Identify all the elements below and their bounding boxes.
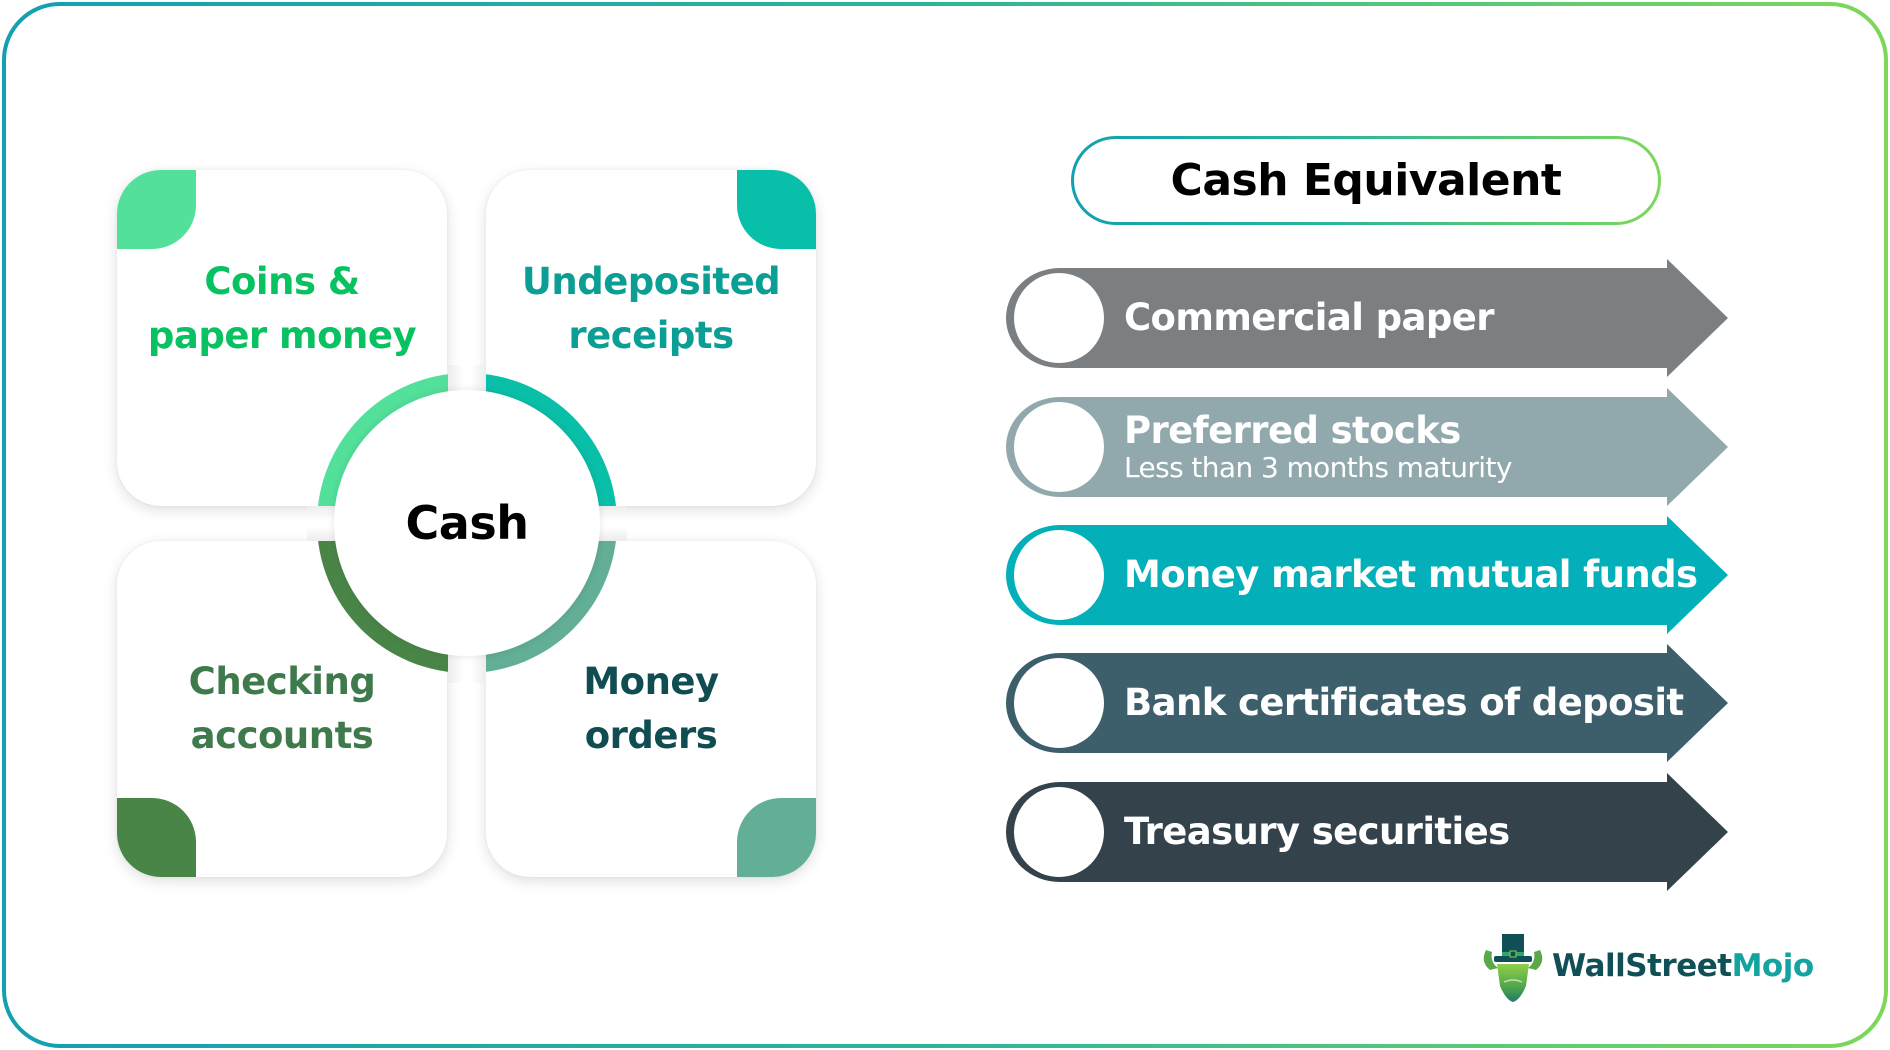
item-label: Treasury securities: [1124, 810, 1510, 853]
item-label: Commercial paper: [1124, 296, 1494, 339]
item-label-group: Bank certificates of deposit: [1124, 644, 1684, 762]
cash-equivalent-item: Commercial paper: [1004, 259, 1730, 377]
card-label-line: receipts: [568, 314, 734, 357]
wallstreetmojo-logo: WallStreetMojo: [1480, 928, 1814, 1004]
bullet-circle-icon: [1014, 787, 1104, 877]
card-label-line: Money: [583, 660, 719, 703]
item-label: Money market mutual funds: [1124, 553, 1698, 596]
item-label-group: Money market mutual funds: [1124, 516, 1698, 634]
title-inner: Cash Equivalent: [1074, 139, 1658, 222]
corner-tab-icon: [737, 170, 816, 249]
card-label: Money orders: [486, 655, 816, 763]
corner-tab-icon: [117, 170, 196, 249]
arrow-shape: [1006, 644, 1728, 762]
cash-center-circle: Cash: [334, 390, 600, 656]
cash-equivalent-title-box: Cash Equivalent: [1071, 136, 1661, 225]
item-label: Preferred stocks: [1124, 409, 1461, 452]
bull-with-top-hat-icon: [1483, 934, 1543, 1002]
arrow-shape: [1006, 388, 1728, 506]
brand-name: WallStreetMojo: [1552, 948, 1814, 984]
cash-center-label: Cash: [405, 496, 529, 550]
card-label: Coins & paper money: [117, 255, 447, 363]
arrow-shape: [1006, 516, 1728, 634]
cash-equivalent-item: Bank certificates of deposit: [1004, 644, 1730, 762]
card-label-line: accounts: [190, 714, 374, 757]
brand-name-part1: WallStreet: [1552, 948, 1732, 984]
bullet-circle-icon: [1014, 658, 1104, 748]
bullet-circle-icon: [1014, 273, 1104, 363]
brand-name-part2: Mojo: [1731, 948, 1815, 984]
cash-equivalent-title: Cash Equivalent: [1170, 155, 1562, 206]
card-label-line: paper money: [147, 314, 417, 357]
item-label-group: Commercial paper: [1124, 259, 1494, 377]
card-label-line: Undeposited: [521, 260, 781, 303]
item-label: Bank certificates of deposit: [1124, 681, 1684, 724]
arrow-shape: [1006, 773, 1728, 891]
corner-tab-icon: [737, 798, 816, 877]
card-label-line: Checking: [188, 660, 376, 703]
bullet-circle-icon: [1014, 530, 1104, 620]
card-label: Undeposited receipts: [486, 255, 816, 363]
arrow-shape: [1006, 259, 1728, 377]
card-label: Checking accounts: [117, 655, 447, 763]
card-label-line: Coins &: [204, 260, 360, 303]
cash-equivalent-item: Treasury securities: [1004, 773, 1730, 891]
corner-tab-icon: [117, 798, 196, 877]
item-sublabel: Less than 3 months maturity: [1124, 451, 1512, 484]
bullet-circle-icon: [1014, 402, 1104, 492]
card-label-line: orders: [584, 714, 718, 757]
item-label-group: Treasury securities: [1124, 773, 1510, 891]
cash-equivalent-item: Money market mutual funds: [1004, 516, 1730, 634]
